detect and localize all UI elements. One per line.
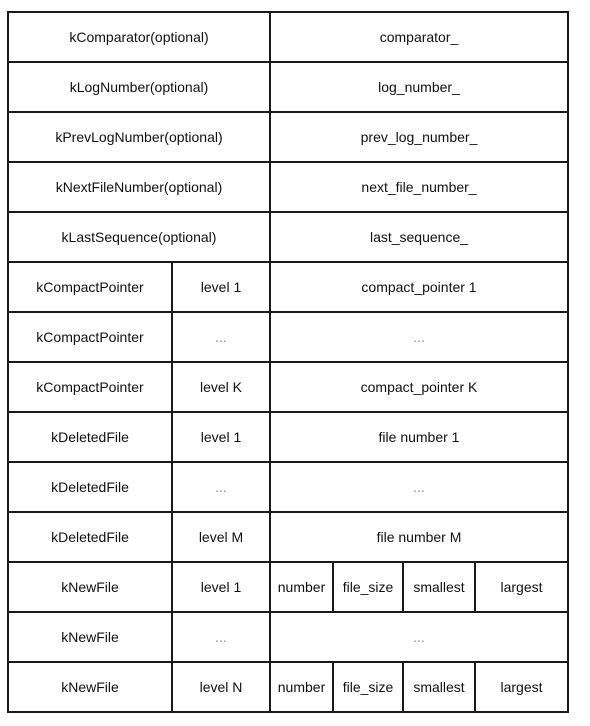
largest-key-field: largest [500, 679, 543, 695]
record-type-cell: kNewFile [61, 629, 119, 645]
value-cell: compact_pointer 1 [361, 279, 477, 295]
row-divider [7, 261, 569, 263]
table-border-bottom [7, 711, 569, 713]
smallest-key-field: smallest [413, 679, 465, 695]
file-size-field: file_size [342, 679, 394, 695]
column-divider-level [171, 461, 173, 513]
field-divider [474, 561, 476, 613]
record-type-cell: kCompactPointer [36, 279, 144, 295]
field-divider [402, 661, 404, 713]
level-cell: level 1 [200, 279, 242, 295]
row-divider [7, 661, 569, 663]
value-cell: ... [413, 329, 425, 345]
value-cell: file number 1 [378, 429, 460, 445]
row-divider [7, 461, 569, 463]
column-divider-level [171, 261, 173, 313]
column-divider-level [171, 311, 173, 363]
smallest-key-field: smallest [413, 579, 465, 595]
row-divider [7, 61, 569, 63]
file-number-field: number [277, 579, 326, 595]
table-border-top [7, 11, 569, 13]
column-divider-level [171, 661, 173, 713]
record-type-cell: kDeletedFile [51, 479, 129, 495]
field-divider [474, 661, 476, 713]
record-type-cell: kNewFile [61, 679, 119, 695]
file-size-field: file_size [342, 579, 394, 595]
level-cell: level M [198, 529, 244, 545]
value-cell: next_file_number_ [361, 179, 477, 195]
level-cell: level 1 [200, 579, 242, 595]
row-divider [7, 111, 569, 113]
value-cell: log_number_ [378, 79, 460, 95]
row-divider [7, 211, 569, 213]
column-divider-level [171, 411, 173, 463]
row-divider [7, 511, 569, 513]
record-type-cell: kPrevLogNumber(optional) [55, 129, 223, 145]
value-cell: ... [413, 479, 425, 495]
value-cell: last_sequence_ [369, 229, 469, 245]
row-divider [7, 561, 569, 563]
record-type-cell: kCompactPointer [36, 329, 144, 345]
row-divider [7, 311, 569, 313]
column-divider-level [171, 561, 173, 613]
field-divider [332, 661, 334, 713]
level-cell: ... [215, 329, 227, 345]
level-cell: ... [215, 629, 227, 645]
column-divider-level [171, 511, 173, 563]
row-divider [7, 361, 569, 363]
value-cell: prev_log_number_ [360, 129, 478, 145]
level-cell: level K [199, 379, 243, 395]
value-cell: ... [413, 629, 425, 645]
record-type-cell: kNextFileNumber(optional) [55, 179, 223, 195]
column-divider-level [171, 361, 173, 413]
record-type-cell: kComparator(optional) [69, 29, 209, 45]
record-type-cell: kNewFile [61, 579, 119, 595]
largest-key-field: largest [500, 579, 543, 595]
record-type-cell: kDeletedFile [51, 429, 129, 445]
record-type-cell: kDeletedFile [51, 529, 129, 545]
level-cell: level 1 [200, 429, 242, 445]
record-type-cell: kLogNumber(optional) [69, 79, 209, 95]
row-divider [7, 611, 569, 613]
field-divider [402, 561, 404, 613]
level-cell: level N [199, 679, 243, 695]
level-cell: ... [215, 479, 227, 495]
record-type-cell: kLastSequence(optional) [61, 229, 217, 245]
field-divider [332, 561, 334, 613]
row-divider [7, 161, 569, 163]
row-divider [7, 411, 569, 413]
file-number-field: number [277, 679, 326, 695]
value-cell: comparator_ [379, 29, 459, 45]
column-divider-level [171, 611, 173, 663]
value-cell: file number M [376, 529, 462, 545]
value-cell: compact_pointer K [360, 379, 478, 395]
record-type-cell: kCompactPointer [36, 379, 144, 395]
